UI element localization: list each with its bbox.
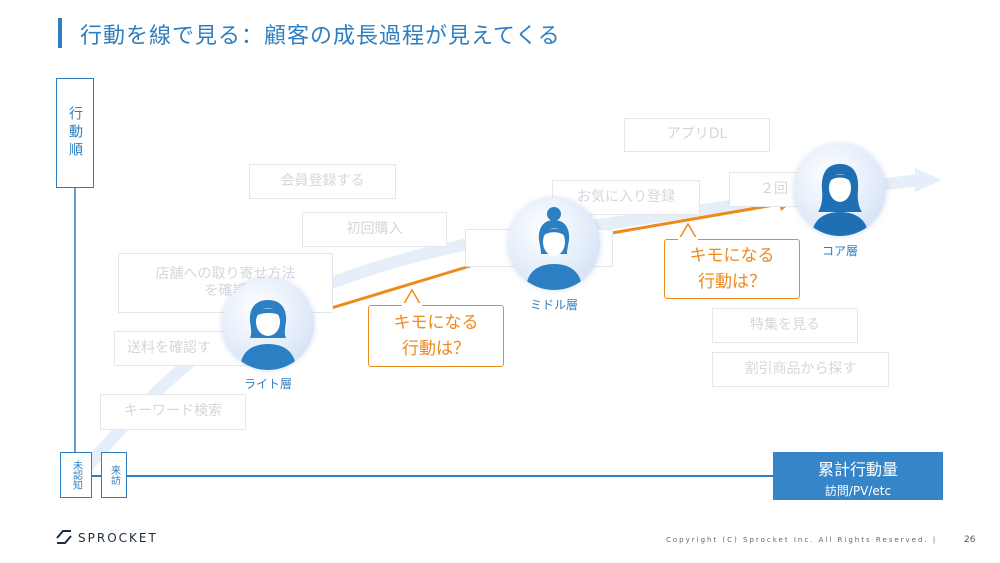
step-second-visit: ２回 — [729, 172, 799, 207]
sprocket-logo-icon — [56, 530, 72, 544]
total-activity-subtitle: 訪問/PV/etc — [824, 484, 892, 498]
callout-1-joint — [402, 303, 422, 307]
page-title: 行動を線で見る：顧客の成長過程が見えてくる — [80, 24, 561, 49]
light-persona-avatar — [222, 278, 314, 370]
copyright-text: Copyright (C) Sprocket Inc. All Rights R… — [666, 536, 938, 544]
orange-arrow-1 — [317, 258, 491, 314]
middle-persona-label: ミドル層 — [529, 298, 578, 312]
core-persona-avatar — [794, 144, 886, 236]
title-accent-bar — [58, 18, 62, 48]
step-member-registration: 会員登録する — [249, 164, 396, 199]
woman-short-hair-icon — [240, 300, 296, 370]
callout-2-joint — [678, 237, 698, 241]
callout-key-behavior-1: キモになる 行動は？ — [368, 305, 504, 367]
step-feature: 特集を見る — [712, 308, 858, 343]
page-number: 26 — [964, 535, 976, 545]
light-persona-label: ライト層 — [243, 377, 292, 391]
total-activity-title: 累計行動量 — [817, 460, 898, 479]
sprocket-logo-text: SPROCKET — [78, 531, 158, 545]
growth-curve-arrowhead — [915, 168, 942, 192]
middle-persona-avatar — [508, 198, 600, 290]
woman-bun-hair-icon — [526, 207, 582, 290]
total-activity-box: 累計行動量 訪問/PV/etc — [773, 452, 943, 500]
step-first-purchase: 初回購入 — [302, 212, 447, 247]
woman-long-hair-icon — [812, 164, 868, 236]
callout-key-behavior-2: キモになる 行動は？ — [664, 239, 800, 299]
vertical-axis-label: 行動順 — [56, 78, 94, 188]
axis-visit-box: 来訪 — [101, 452, 127, 498]
step-app-dl: アプリDL — [624, 118, 770, 152]
step-keyword-search: キーワード検索 — [100, 394, 246, 430]
axis-unaware-box: 未認知 — [60, 452, 92, 498]
orange-arrow-2 — [605, 202, 781, 236]
core-persona-label: コア層 — [821, 244, 858, 258]
step-discount-search: 割引商品から探す — [712, 352, 889, 387]
